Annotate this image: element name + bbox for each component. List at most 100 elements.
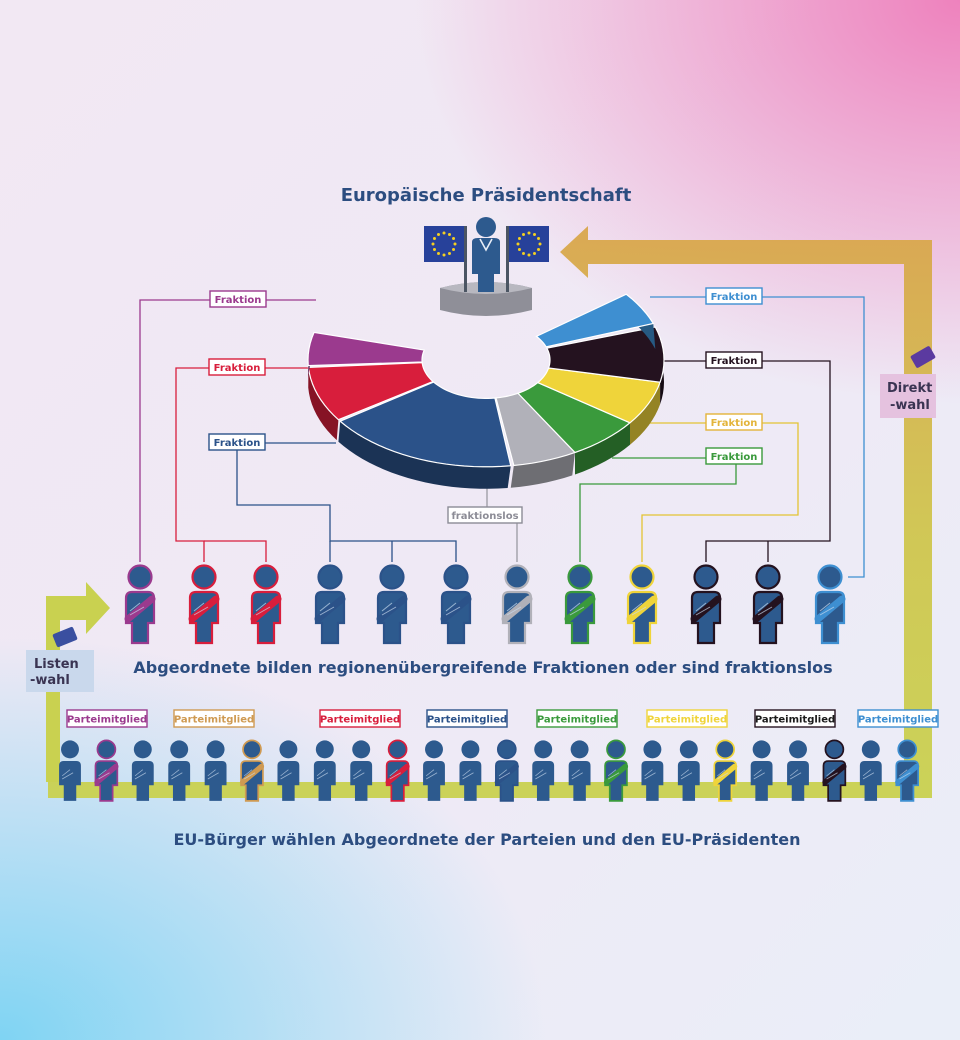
parteimitglied-tag-orange: Parteimitglied: [173, 709, 255, 728]
flag-star-icon: [437, 232, 440, 236]
flag-star-icon: [537, 237, 541, 240]
fraktionslos-label: fraktionslos: [447, 506, 523, 524]
presidency-podium: [424, 217, 549, 316]
parteimitglied-tag-red: Parteimitglied: [319, 709, 401, 728]
citizen-row: Parteimitglied Parteimitglied Parteimitgli…: [59, 709, 939, 802]
svg-text:Fraktion: Fraktion: [711, 292, 758, 303]
connector-red: [175, 367, 308, 562]
flag-star-icon: [516, 242, 520, 246]
citizen-figure-icon: [59, 740, 81, 801]
seat-sector-yellow: [536, 367, 661, 424]
flag-star-icon: [442, 231, 446, 235]
svg-text:Fraktion: Fraktion: [711, 452, 758, 463]
flag-star-icon: [432, 237, 436, 240]
flag-star-icon: [533, 232, 536, 236]
fraktion-label-blue: Fraktion: [208, 433, 266, 451]
party-member-figure-icon: [603, 739, 629, 802]
party-member-figure-icon: [494, 739, 519, 802]
flag-star-icon: [527, 253, 531, 257]
svg-text:Parteimitglied: Parteimitglied: [858, 715, 938, 726]
mep-figure-icon: [314, 564, 346, 645]
svg-text:Fraktion: Fraktion: [711, 356, 758, 367]
flag-star-icon: [452, 237, 456, 240]
svg-text:Parteimitglied: Parteimitglied: [537, 715, 617, 726]
citizen-caption: EU-Bürger wählen Abgeordnete der Parteie…: [173, 830, 800, 849]
mep-figure-icon: [440, 564, 472, 645]
svg-text:Parteimitglied: Parteimitglied: [427, 715, 507, 726]
mep-figure-icon: [752, 564, 784, 645]
citizen-figure-icon: [532, 740, 555, 801]
svg-text:Fraktion: Fraktion: [215, 295, 262, 306]
party-member-figure-icon: [895, 739, 920, 802]
fraktion-label-green: Fraktion: [705, 447, 763, 465]
flag-star-icon: [527, 231, 531, 235]
eu-flag-right-icon: [509, 226, 549, 262]
fraktion-label-black: Fraktion: [705, 351, 763, 369]
seat-sector-grey-side: [510, 452, 575, 488]
party-member-figure-icon: [713, 739, 738, 802]
flag-star-icon: [448, 252, 451, 256]
seat-sector-black: [545, 326, 665, 383]
mep-figure-icon: [564, 564, 596, 645]
mep-figure-icon: [188, 564, 220, 645]
flag-star-icon: [437, 252, 440, 256]
parteimitglied-tag-black: Parteimitglied: [754, 709, 836, 728]
seat-sector-green-side: [575, 422, 631, 475]
citizen-figure-icon: [168, 740, 191, 801]
seat-sector-green: [516, 381, 632, 454]
parteimitglied-tag-yellow: Parteimitglied: [646, 709, 728, 728]
direktwahl-label-1: Direkt: [887, 381, 932, 396]
seat-sector-purple: [307, 331, 426, 367]
citizen-figure-icon: [750, 740, 773, 801]
flag-star-icon: [453, 242, 457, 246]
party-member-figure-icon: [239, 739, 265, 802]
citizen-figure-icon: [277, 740, 300, 801]
president-figure-icon: [472, 217, 500, 292]
flag-star-icon: [522, 232, 525, 236]
flag-star-icon: [431, 242, 435, 246]
svg-text:Fraktion: Fraktion: [711, 418, 758, 429]
listenwahl-label-1: Listen: [34, 657, 79, 672]
seat-sector-red: [307, 362, 435, 421]
flag-star-icon: [522, 252, 525, 256]
listenwahl-box: Listen -wahl: [26, 626, 94, 692]
party-member-figure-icon: [822, 739, 847, 802]
svg-text:Parteimitglied: Parteimitglied: [647, 715, 727, 726]
flag-star-icon: [538, 242, 542, 246]
parliament-hemicycle: [307, 293, 665, 489]
flag-star-icon: [452, 248, 456, 251]
mep-figure-icon: [690, 564, 722, 645]
svg-text:fraktionslos: fraktionslos: [451, 511, 518, 522]
party-member-figure-icon: [94, 739, 119, 802]
flag-star-icon: [517, 248, 521, 251]
direktwahl-box: Direkt -wahl: [880, 346, 936, 418]
mep-figure-icon: [250, 564, 282, 645]
parteimitglied-tag-lightblue: Parteimitglied: [857, 709, 939, 728]
fraktion-label-purple: Fraktion: [209, 290, 267, 308]
citizen-figure-icon: [641, 740, 664, 801]
svg-text:Fraktion: Fraktion: [214, 438, 261, 449]
citizen-figure-icon: [204, 740, 227, 801]
flag-star-icon: [517, 237, 521, 240]
citizen-figure-icon: [568, 740, 591, 801]
citizen-figure-icon: [859, 740, 882, 801]
page-title: Europäische Präsidentschaft: [341, 185, 632, 206]
parteimitglied-tag-purple: Parteimitglied: [66, 709, 148, 728]
flag-star-icon: [432, 248, 436, 251]
eu-flag-left-icon: [424, 226, 464, 262]
mep-caption: Abgeordnete bilden regionenübergreifende…: [133, 658, 832, 677]
seat-sector-grey: [495, 392, 577, 467]
connector-purple: [139, 299, 316, 562]
seat-sector-lightblue: [535, 293, 655, 348]
connector-green: [579, 457, 737, 562]
citizen-figure-icon: [459, 740, 482, 801]
svg-text:Fraktion: Fraktion: [214, 363, 261, 374]
direktwahl-label-2: -wahl: [890, 398, 930, 413]
citizen-figure-icon: [350, 740, 373, 801]
parteimitglied-tag-green: Parteimitglied: [536, 709, 618, 728]
connector-red-2: [204, 540, 267, 562]
citizen-figure-icon: [313, 740, 336, 801]
stars-left: [431, 231, 457, 257]
citizen-figure-icon: [423, 740, 445, 801]
